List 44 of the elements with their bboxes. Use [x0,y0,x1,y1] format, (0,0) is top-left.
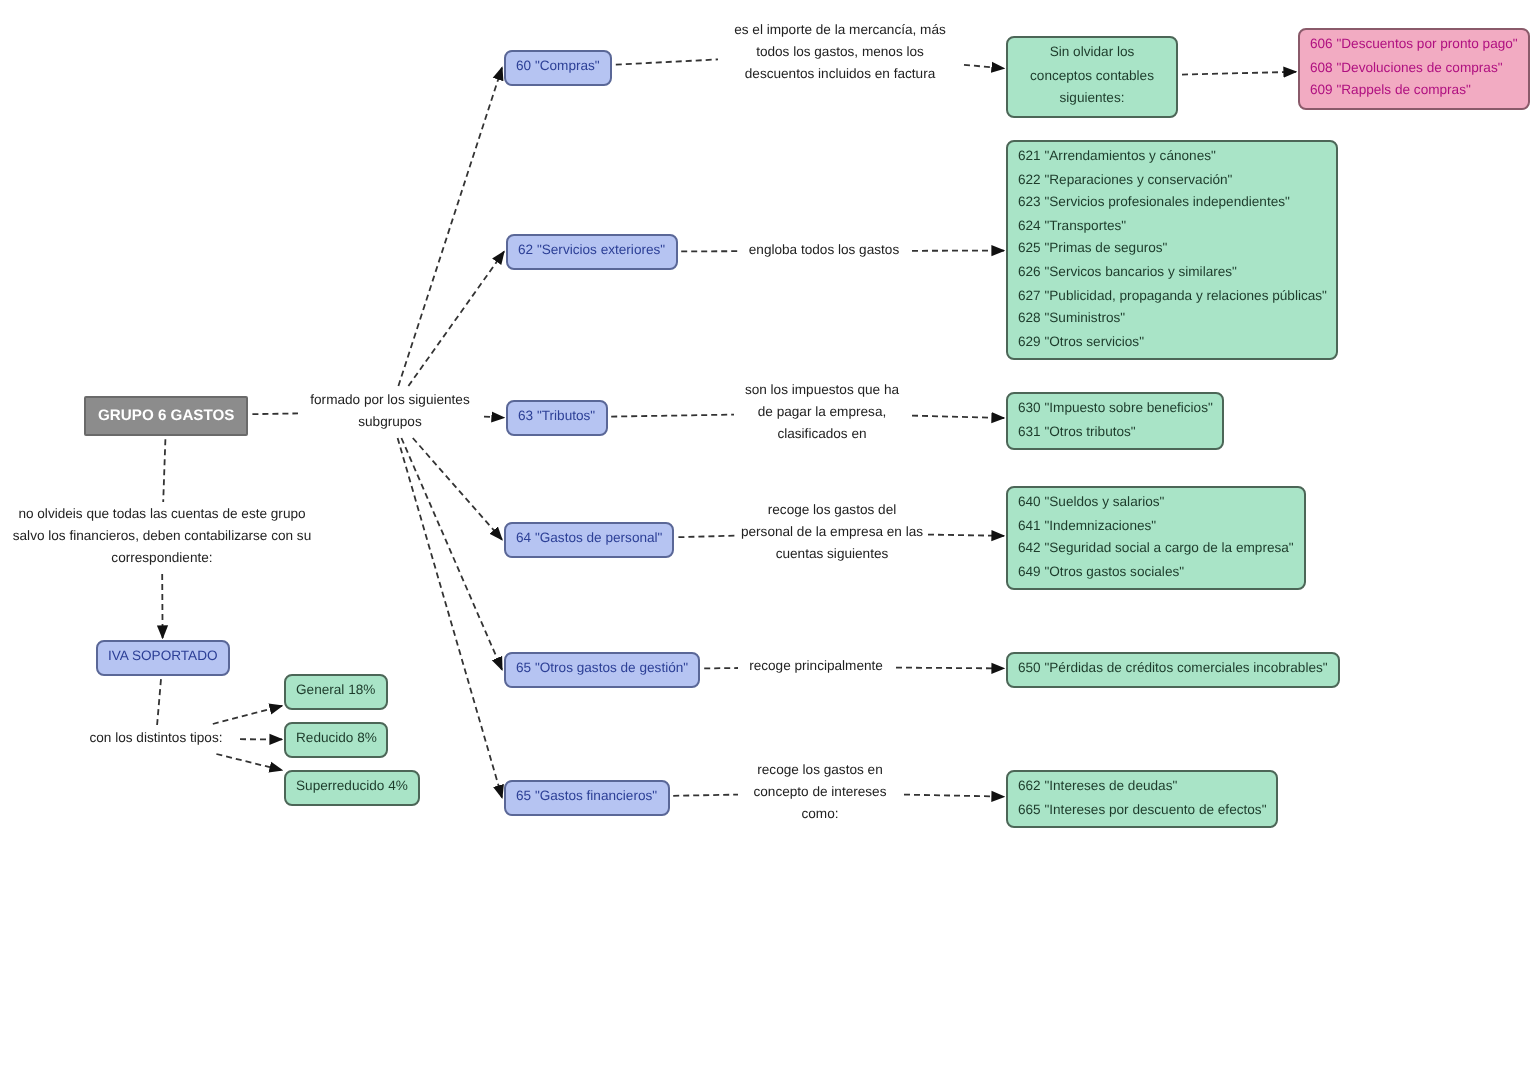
concept-box [84,396,249,436]
dashed-arrow [903,790,1006,802]
dashed-arrow [239,733,284,745]
concept-box [284,722,389,758]
connector-line [162,438,167,503]
concept-box [1006,770,1279,829]
concept-box [96,640,230,676]
dashed-arrow [400,437,503,671]
concept-box [1006,652,1340,688]
dashed-arrow [1181,66,1298,78]
dashed-arrow [396,437,504,799]
dashed-arrow [483,411,506,423]
connector-line [614,58,719,66]
connector-line [251,412,299,416]
concept-box [504,780,670,816]
dashed-arrow [911,245,1006,257]
dashed-arrow [211,703,284,725]
concept-box [1006,486,1306,591]
dashed-arrow [215,753,284,773]
connector-line [610,413,735,418]
concept-box [1006,392,1225,451]
dashed-arrow [411,437,503,541]
concept-box [506,400,608,436]
concept-box [504,50,612,86]
connector-line [677,534,739,539]
connector-line [703,667,739,670]
concept-box [504,652,701,688]
dashed-arrow [397,66,504,387]
dashed-arrow [927,530,1006,542]
concept-box [284,770,420,806]
dashed-arrow [407,250,505,387]
concept-box [284,674,388,710]
concept-box [1298,28,1530,110]
dashed-arrow [963,61,1006,73]
concept-box [504,522,675,558]
dashed-arrow [895,662,1006,674]
connector-line [672,793,739,797]
connector-line [680,250,739,253]
dashed-arrow [156,573,169,640]
concept-box [506,234,678,270]
concept-box [1006,36,1178,118]
connector-line [156,678,162,727]
dashed-arrow [911,412,1006,424]
concept-box [1006,140,1339,361]
